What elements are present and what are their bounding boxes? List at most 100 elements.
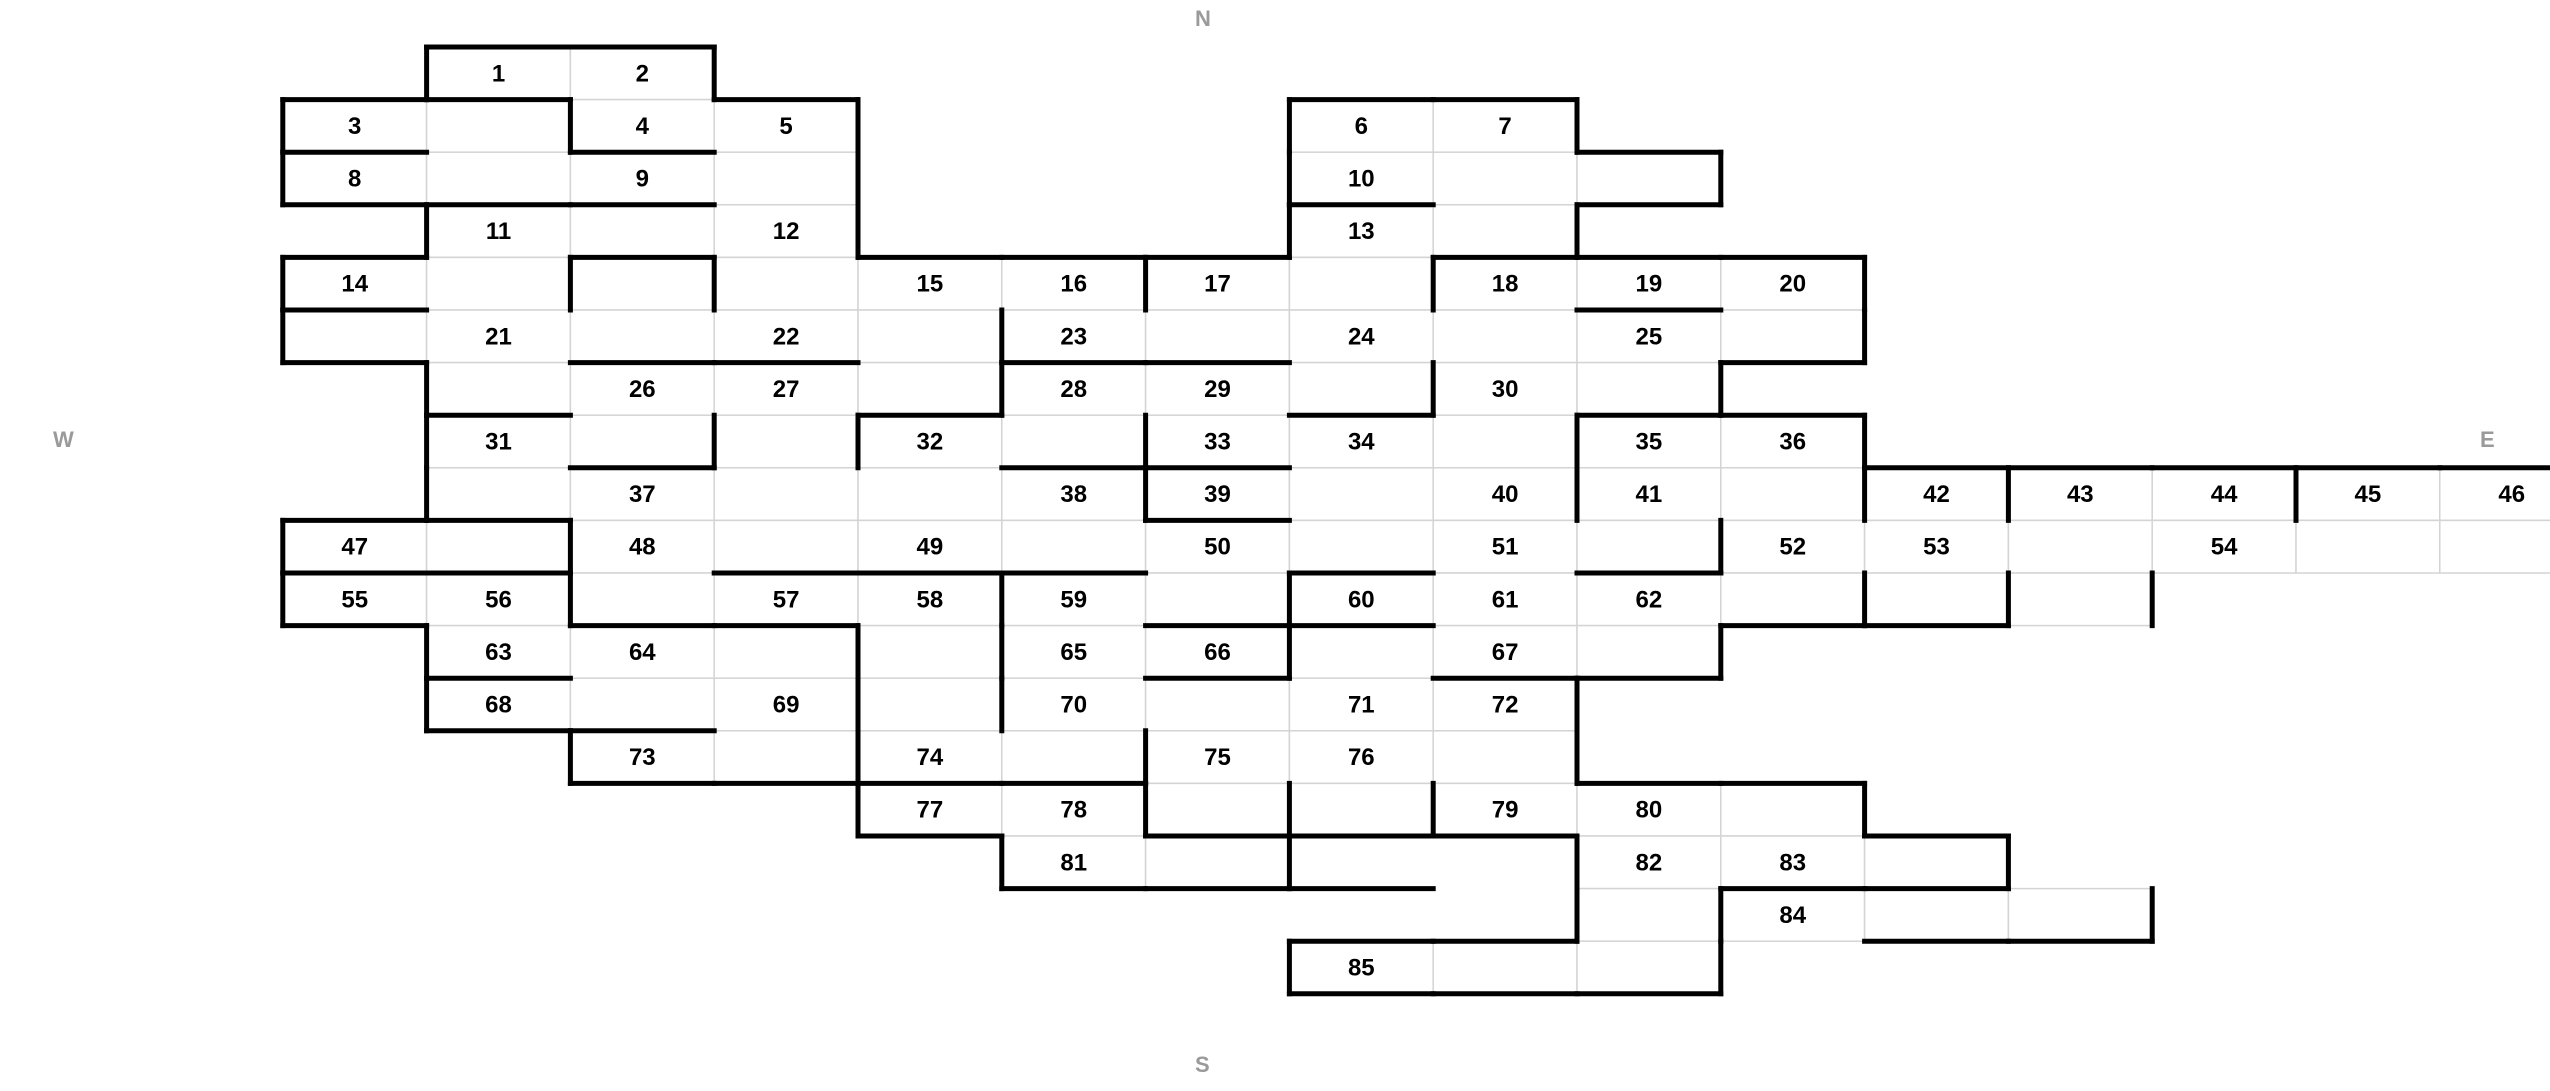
maze-cell xyxy=(713,414,859,469)
room-number: 59 xyxy=(1060,586,1087,613)
room-number: 76 xyxy=(1348,744,1375,771)
maze-cell xyxy=(1144,309,1291,364)
room-number: 66 xyxy=(1204,639,1231,666)
maze-cell xyxy=(1432,624,1578,679)
room-number: 58 xyxy=(917,586,944,613)
room-number: 20 xyxy=(1779,271,1806,298)
maze-cell xyxy=(1576,519,1722,574)
room-number: 62 xyxy=(1636,586,1663,613)
room-number: 68 xyxy=(485,692,512,719)
room-number: 9 xyxy=(636,166,649,193)
maze-cell xyxy=(1432,940,1578,995)
maze-cell xyxy=(569,46,715,101)
maze-cell xyxy=(1576,887,1722,942)
maze-cell xyxy=(713,151,859,206)
room-number: 42 xyxy=(1923,481,1950,508)
maze-cell xyxy=(857,677,1003,732)
maze-cell xyxy=(425,467,572,522)
room-number: 74 xyxy=(917,744,944,771)
maze-cell xyxy=(1144,782,1291,837)
room-number: 61 xyxy=(1492,586,1519,613)
maze-cell xyxy=(1001,782,1147,837)
maze-cell xyxy=(1001,309,1147,364)
maze-cell xyxy=(1144,361,1291,416)
maze-cell xyxy=(1720,835,1866,890)
maze-cell xyxy=(1001,256,1147,311)
room-number: 69 xyxy=(773,692,800,719)
maze-cell xyxy=(713,361,859,416)
maze-cell xyxy=(1432,730,1578,785)
maze-cell xyxy=(425,361,572,416)
room-number: 41 xyxy=(1636,481,1663,508)
maze-cell xyxy=(2295,467,2441,522)
room-number: 17 xyxy=(1204,271,1231,298)
room-number: 22 xyxy=(773,323,800,350)
maze-cell xyxy=(1144,677,1291,732)
maze-cell xyxy=(2007,519,2153,574)
room-number: 48 xyxy=(629,534,656,561)
cell-layer xyxy=(282,46,2550,995)
room-number: 83 xyxy=(1779,849,1806,876)
wall-layer xyxy=(280,44,2550,997)
maze-cell xyxy=(1576,782,1722,837)
maze-cell xyxy=(1863,887,2010,942)
room-number: 50 xyxy=(1204,534,1231,561)
maze-cell xyxy=(1001,519,1147,574)
room-number: 13 xyxy=(1348,218,1375,245)
maze-cell xyxy=(857,309,1003,364)
room-number: 4 xyxy=(636,113,650,140)
maze-cell xyxy=(1576,361,1722,416)
room-number: 34 xyxy=(1348,429,1375,456)
room-number: 30 xyxy=(1492,376,1519,403)
room-number: 85 xyxy=(1348,955,1375,982)
maze-cell xyxy=(1288,730,1434,785)
maze-cell xyxy=(713,256,859,311)
room-number: 53 xyxy=(1923,534,1950,561)
room-number: 75 xyxy=(1204,744,1231,771)
maze-cell xyxy=(1288,519,1434,574)
maze-cell xyxy=(857,782,1003,837)
maze-cell xyxy=(1720,256,1866,311)
room-number: 65 xyxy=(1060,639,1087,666)
maze-cell xyxy=(2007,572,2153,627)
maze-cell xyxy=(1720,309,1866,364)
maze-cell xyxy=(1432,204,1578,259)
maze-cell xyxy=(425,519,572,574)
room-number: 14 xyxy=(341,271,368,298)
room-number: 1 xyxy=(492,60,505,87)
compass-west-label: W xyxy=(53,427,74,452)
maze-cell xyxy=(1001,414,1147,469)
maze-cell xyxy=(1720,572,1866,627)
room-number: 67 xyxy=(1492,639,1519,666)
room-number: 46 xyxy=(2498,481,2525,508)
room-number: 6 xyxy=(1355,113,1368,140)
room-number: 70 xyxy=(1060,692,1087,719)
maze-cell xyxy=(569,414,715,469)
maze-cell xyxy=(1288,677,1434,732)
maze-cell xyxy=(713,677,859,732)
room-number: 12 xyxy=(773,218,800,245)
room-number: 60 xyxy=(1348,586,1375,613)
room-number: 38 xyxy=(1060,481,1087,508)
room-number: 36 xyxy=(1779,429,1806,456)
room-number: 80 xyxy=(1636,797,1663,824)
maze-cell xyxy=(2007,887,2153,942)
room-number: 79 xyxy=(1492,797,1519,824)
room-number: 3 xyxy=(348,113,361,140)
room-number: 11 xyxy=(486,218,511,245)
room-number: 43 xyxy=(2067,481,2094,508)
maze-cell xyxy=(1144,835,1291,890)
room-number: 18 xyxy=(1492,271,1519,298)
maze-cell xyxy=(1288,624,1434,679)
maze-cell xyxy=(1144,572,1291,627)
room-number: 15 xyxy=(917,271,944,298)
maze-cell xyxy=(1576,940,1722,995)
maze-cell xyxy=(857,624,1003,679)
maze-cell xyxy=(1288,467,1434,522)
maze-cell xyxy=(1432,309,1578,364)
room-number: 72 xyxy=(1492,692,1519,719)
room-number: 8 xyxy=(348,166,361,193)
maze-cell xyxy=(1001,730,1147,785)
